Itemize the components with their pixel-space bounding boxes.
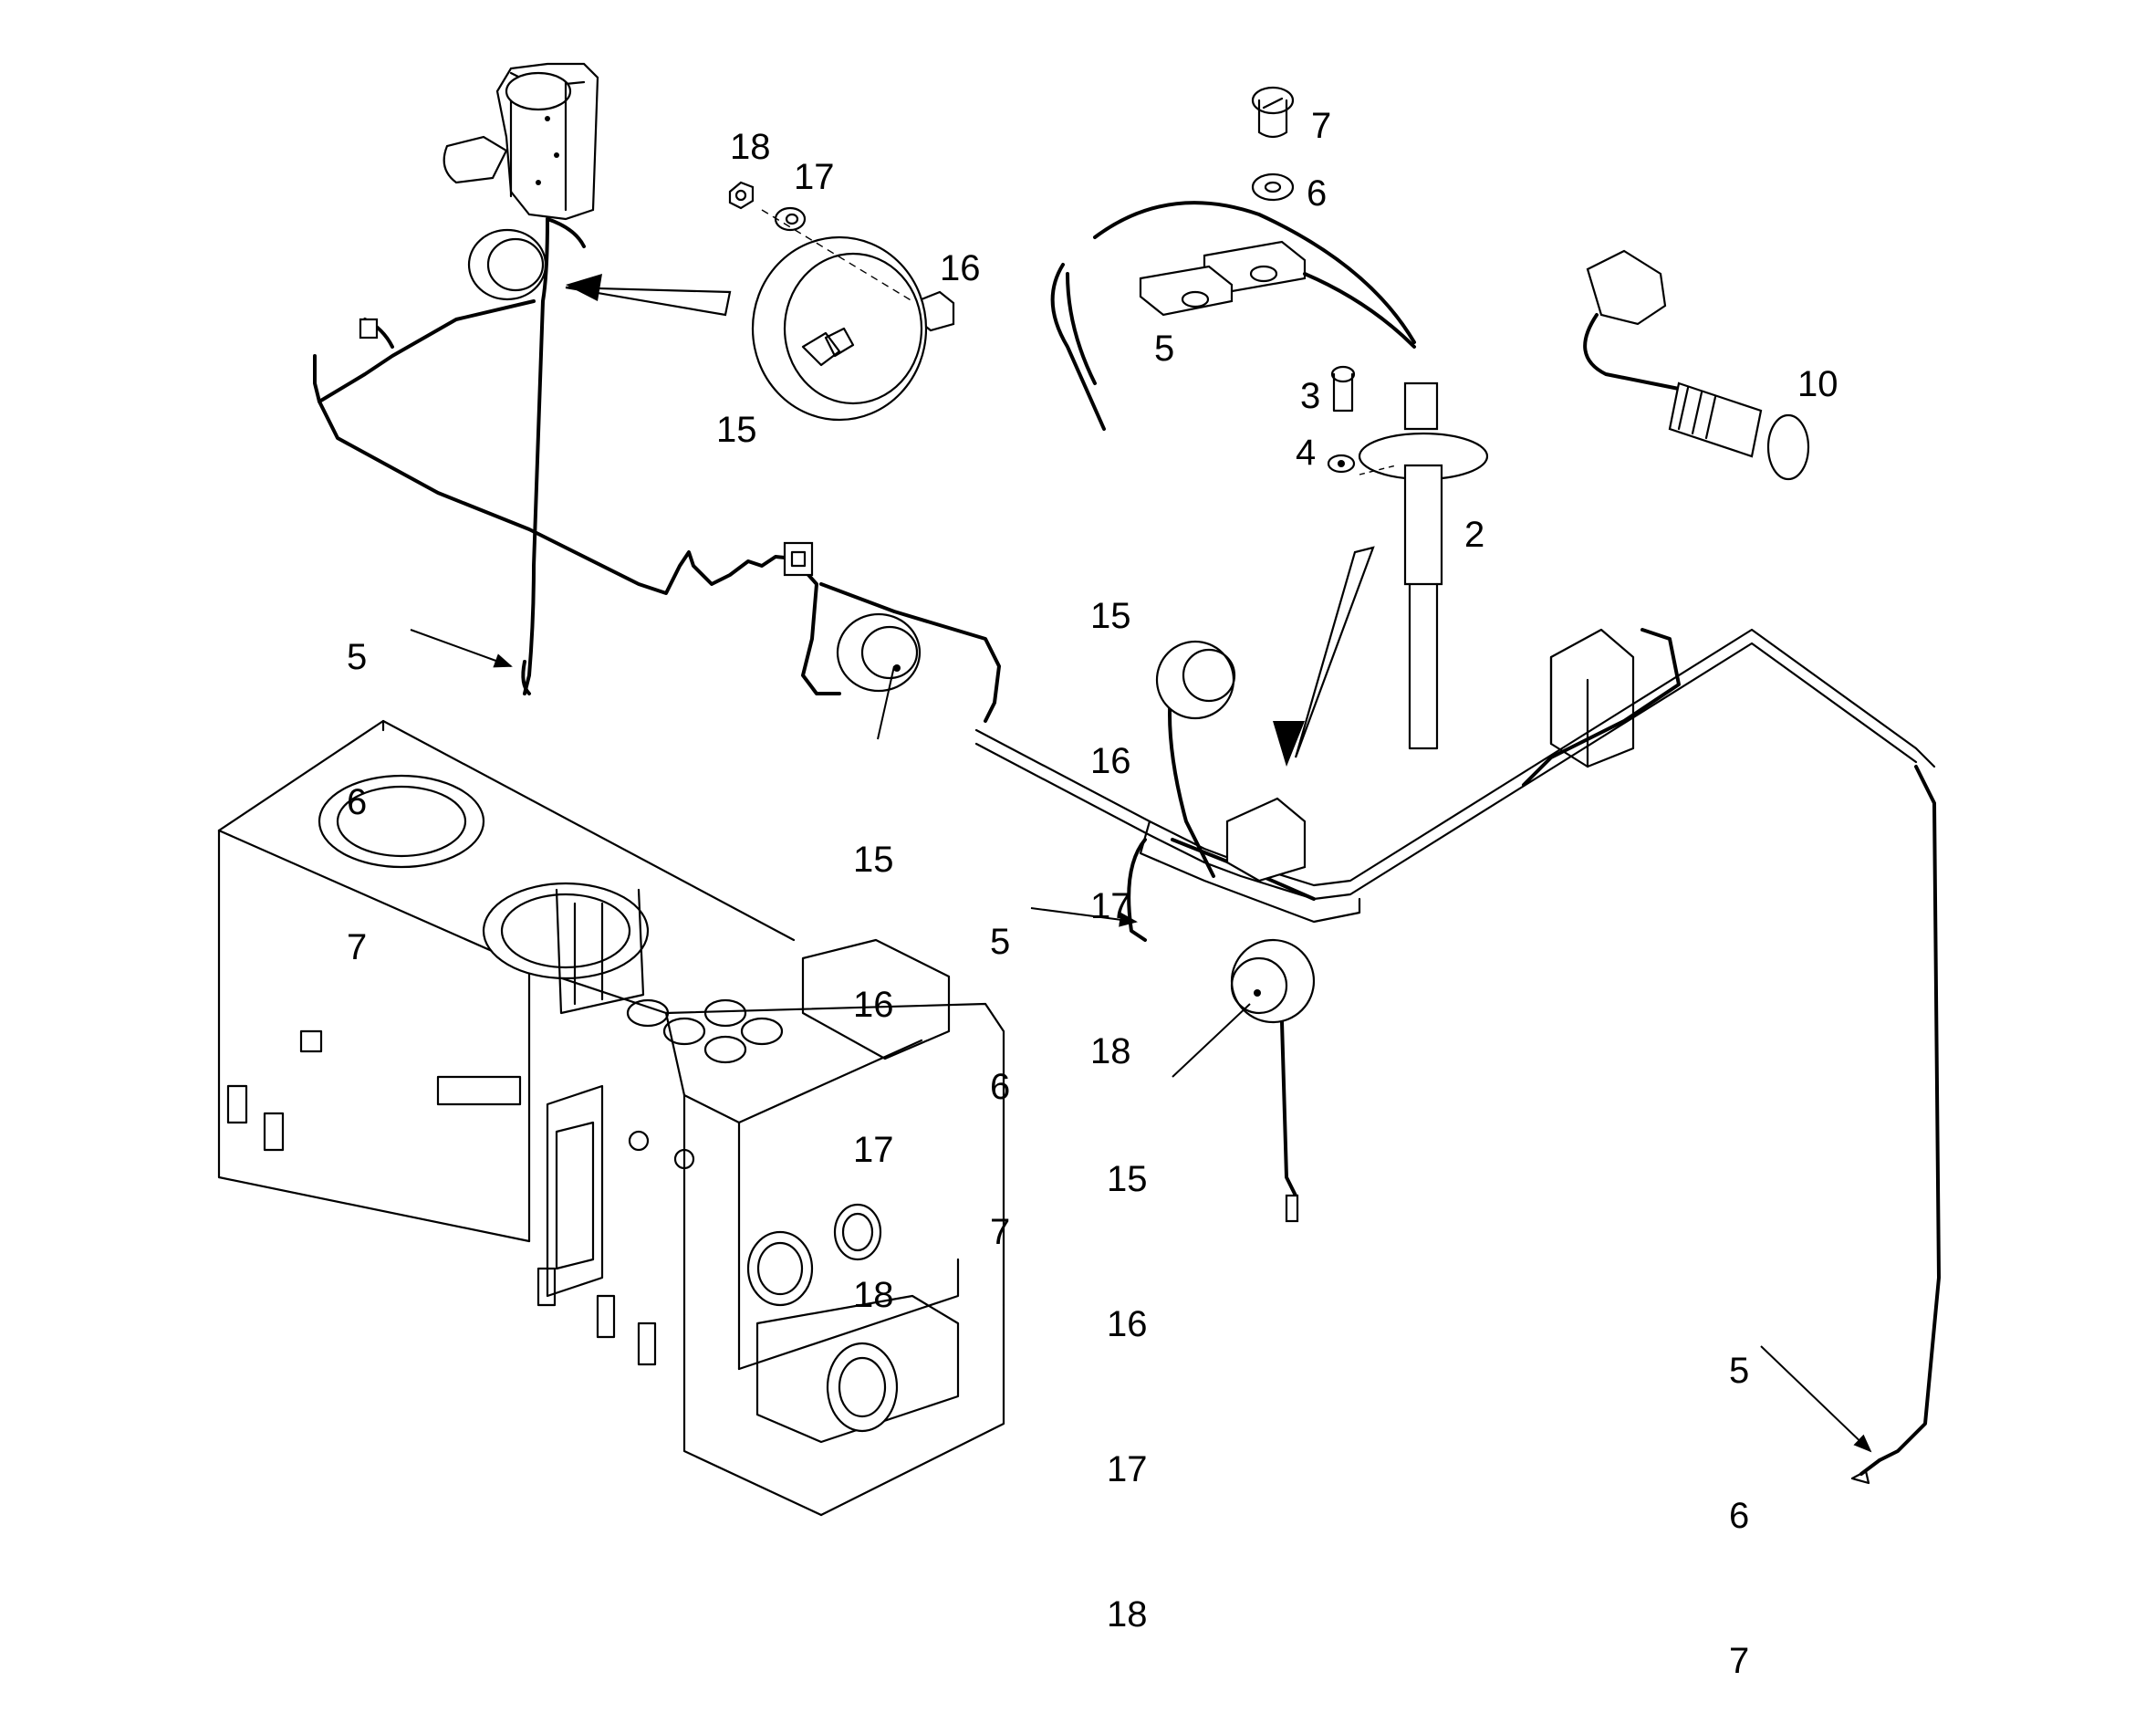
clip-bottom-right [1850,1458,1881,1485]
detail-arrowhead-sensor [1273,721,1305,767]
machine-frame [217,719,1005,1517]
callout-7-top: 7 [1311,106,1332,146]
wire-harness-left [313,217,1001,723]
washer-6 [1251,172,1295,202]
temperature-sensor-2 [1358,381,1489,750]
clip-left [521,660,531,695]
parts-diagram [217,62,1941,1517]
callout-group-small-3: 7 [990,1212,1011,1252]
callout-group-mid: 15 16 17 18 [853,739,894,1368]
callout-group-small-2: 6 [990,1067,1011,1107]
callout-group-lower-3: 17 [1107,1449,1148,1489]
callout-3: 3 [1300,376,1321,416]
callout-group-bottom-right-2: 6 [1729,1496,1750,1536]
mounting-bracket-unit [443,62,599,221]
sensor-cable [1050,201,1416,431]
cover-15-exploded [751,209,928,422]
callout-16-top: 16 [940,248,981,288]
callout-15-top: 15 [716,410,757,450]
callout-group-left-3: 7 [347,927,368,967]
callout-group-mid-4: 18 [853,1275,894,1315]
callout-4: 4 [1296,433,1317,473]
leader-lines [410,629,1872,1453]
callout-group-bottom-right-3: 7 [1729,1641,1750,1681]
cover-disc-center [836,612,922,693]
connector-block-center [783,541,814,577]
washer-17 [774,206,807,232]
callout-group-mid-3: 17 [853,1130,894,1170]
callout-group-mid-1: 15 [853,840,894,880]
callout-group-mid-2: 16 [853,985,894,1025]
callout-group-lower: 15 16 17 18 [1107,1059,1148,1687]
callout-group-center-upper-1: 15 [1090,596,1131,636]
callout-10: 10 [1797,364,1838,404]
detail-arrowhead-upper [566,274,602,301]
cover-disc-upper-left [467,228,547,301]
callout-group-center-upper-4: 18 [1090,1031,1131,1071]
callout-group-center-upper-2: 16 [1090,741,1131,781]
detail-arrow-sensor [1294,546,1375,758]
callout-group-bottom-right: 5 6 7 [1729,1250,1749,1734]
callout-group-left-1: 5 [347,637,368,677]
callout-5-top: 5 [1154,329,1175,369]
callout-group-lower-1: 15 [1107,1159,1148,1199]
cover-disc-lower [1230,938,1316,1223]
callout-2: 2 [1464,515,1485,555]
clamp-5 [1139,240,1307,317]
cover-disc-upper-center [1155,640,1236,720]
callout-group-lower-2: 16 [1107,1304,1148,1344]
callout-6-top: 6 [1307,173,1328,214]
callout-group-center-upper: 15 16 17 18 [1090,496,1131,1124]
callout-group-small: 5 6 7 [990,821,1010,1305]
callout-group-small-1: 5 [990,922,1011,962]
callout-group-left: 5 6 7 [347,537,367,1020]
callout-18-top: 18 [730,127,771,167]
washer-4 [1327,454,1356,474]
callout-group-left-2: 6 [347,782,368,822]
callout-17-top: 17 [794,157,835,197]
screw-3 [1330,365,1356,413]
callout-group-bottom-right-1: 5 [1729,1351,1750,1391]
screw-7 [1251,86,1295,139]
clip-small [1127,838,1147,942]
callout-group-center-upper-3: 17 [1090,886,1131,926]
nut-18 [728,181,755,210]
plug-connector-10 [1583,249,1810,481]
detail-arrow-upper [565,286,732,317]
callout-group-lower-4: 18 [1107,1594,1148,1635]
